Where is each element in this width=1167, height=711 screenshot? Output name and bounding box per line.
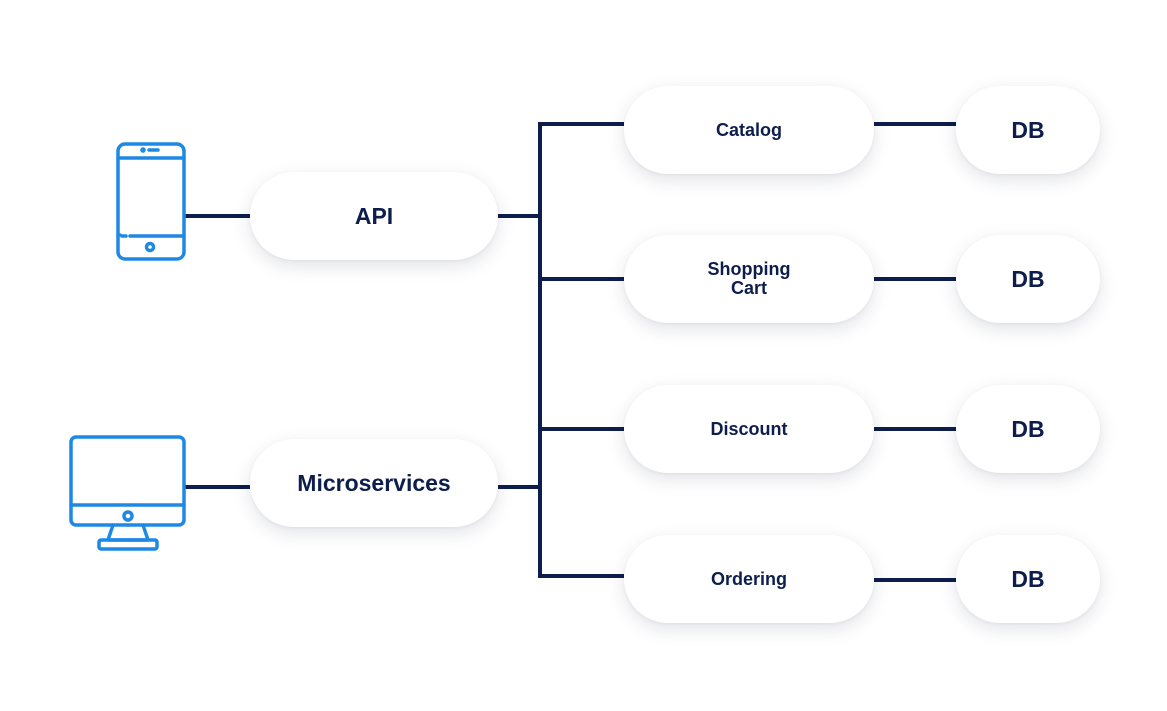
db-label: DB <box>1011 116 1045 143</box>
discount-service-node: Discount <box>624 385 874 473</box>
microservices-label: Microservices <box>297 469 451 496</box>
db-label: DB <box>1011 565 1045 592</box>
smartphone-icon <box>116 142 186 261</box>
db-label: DB <box>1011 265 1045 292</box>
catalog-service-label: Catalog <box>715 119 782 140</box>
discount-service-label: Discount <box>710 418 788 439</box>
shopping-cart-service-label: Shopping Cart <box>707 259 791 298</box>
catalog-service-node: Catalog <box>624 86 874 174</box>
shopping-cart-service-node: Shopping Cart <box>624 235 874 323</box>
db-label: DB <box>1011 415 1045 442</box>
ordering-service-node: Ordering <box>624 535 874 623</box>
api-node: API <box>250 172 498 260</box>
desktop-monitor-icon <box>69 435 186 551</box>
catalog-db-node: DB <box>956 86 1100 174</box>
ordering-db-node: DB <box>956 535 1100 623</box>
api-label: API <box>354 202 394 229</box>
ordering-service-label: Ordering <box>710 568 787 589</box>
shopping-cart-db-node: DB <box>956 235 1100 323</box>
microservices-node: Microservices <box>250 439 498 527</box>
discount-db-node: DB <box>956 385 1100 473</box>
